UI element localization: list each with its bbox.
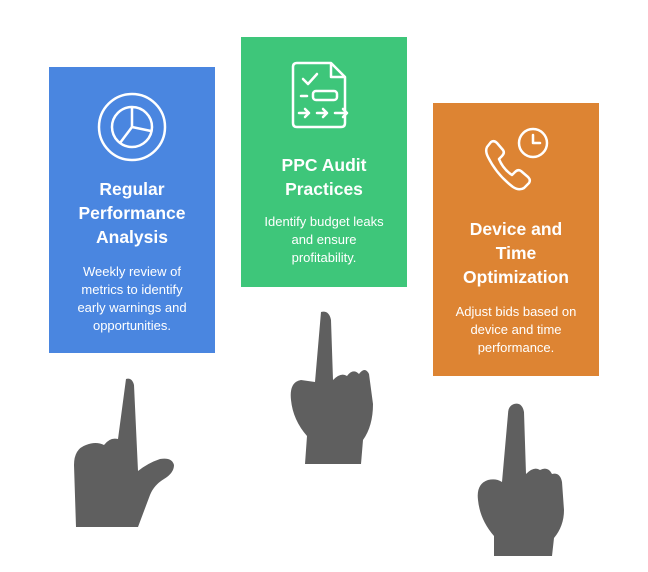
card-title: Regular Performance Analysis bbox=[78, 179, 186, 247]
card-performance-analysis: Regular Performance Analysis Weekly revi… bbox=[49, 67, 215, 353]
phone-clock-icon bbox=[484, 127, 549, 191]
card-title: Device and Time Optimization bbox=[463, 219, 569, 287]
card-description: Weekly review of metrics to identify ear… bbox=[77, 264, 187, 333]
card-device-time-optimization: Device and Time Optimization Adjust bids… bbox=[433, 103, 599, 376]
document-checklist-icon bbox=[291, 61, 349, 129]
pointing-hand-center bbox=[290, 311, 373, 464]
pointing-hand-right bbox=[477, 403, 564, 556]
pie-chart-icon bbox=[97, 92, 167, 162]
card-ppc-audit: PPC Audit Practices Identify budget leak… bbox=[241, 37, 407, 287]
card-description: Adjust bids based on device and time per… bbox=[455, 304, 577, 355]
pointing-hand-left bbox=[74, 378, 174, 527]
card-description: Identify budget leaks and ensure profita… bbox=[264, 214, 384, 265]
card-title: PPC Audit Practices bbox=[281, 155, 367, 199]
